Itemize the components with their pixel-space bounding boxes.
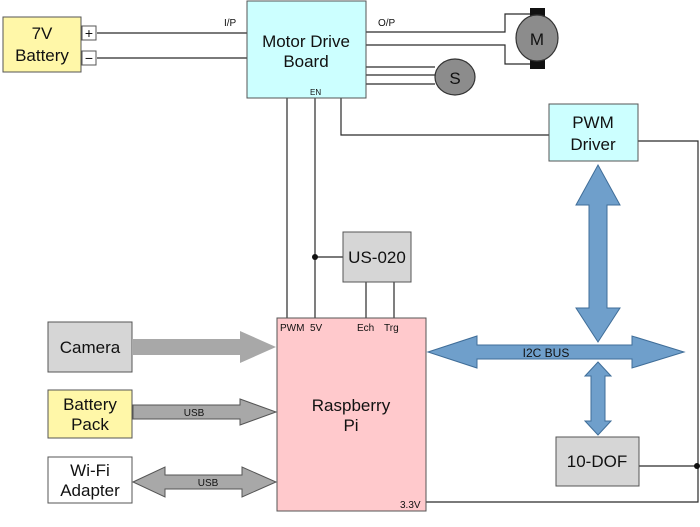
battery-minus-terminal: [81, 50, 97, 66]
wifi-adapter-box: [47, 456, 133, 504]
camera-label: Camera: [60, 338, 121, 357]
tendof-block: 10-DOF: [555, 436, 640, 487]
battery-pack-label-1: Battery: [63, 395, 117, 414]
battery-7v-block: 7V Battery + −: [2, 16, 97, 73]
wifi-adapter-block: Wi-Fi Adapter USB: [47, 456, 278, 504]
battery-pack-usb-arrow: [132, 398, 278, 426]
wifi-adapter-usb-label: USB: [198, 478, 219, 489]
motor-drive-input-label: I/P: [224, 18, 237, 29]
camera-block: Camera: [47, 321, 276, 373]
wire-en-pwm-driver: [340, 98, 549, 136]
battery-7v-label-2: Battery: [15, 46, 69, 65]
motor-top-cap: [530, 8, 545, 18]
raspberry-pi-box: [276, 317, 427, 512]
motor-drive-label-1: Motor Drive: [262, 32, 350, 51]
pi-pin-3v3: 3.3V: [400, 500, 421, 511]
battery-plus-terminal: [81, 25, 97, 41]
raspberry-pi-label-2: Pi: [343, 416, 358, 435]
junction-5v: [312, 254, 318, 260]
battery-pack-usb-label: USB: [184, 408, 205, 419]
camera-box: [47, 321, 133, 373]
motor-bottom-cap: [530, 58, 545, 69]
tendof-box: [555, 436, 640, 487]
battery-pack-label-2: Pack: [71, 415, 109, 434]
wifi-adapter-label-1: Wi-Fi: [70, 461, 110, 480]
motor-drive-block: Motor Drive Board I/P O/P EN: [224, 0, 396, 99]
pwm-driver-box: [548, 103, 639, 162]
raspberry-pi-block: Raspberry Pi PWM 5V Ech Trg 3.3V: [276, 317, 427, 512]
wire-motor-2: [366, 44, 530, 65]
i2c-bus-arrow: [426, 335, 686, 369]
i2c-vertical-arrow-lower: [583, 361, 613, 436]
pwm-driver-block: PWM Driver: [548, 103, 639, 162]
i2c-bus-label: I2C BUS: [523, 346, 570, 360]
wire-pwm-driver-rail: [426, 140, 699, 503]
servo-label: S: [449, 69, 460, 88]
motor-icon: [515, 14, 559, 62]
motor-drive-label-2: Board: [283, 52, 328, 71]
wires: [97, 13, 700, 503]
battery-7v-box: [2, 16, 82, 73]
pwm-driver-label-2: Driver: [570, 135, 616, 154]
servo-block: S: [434, 58, 476, 96]
us020-box: [342, 231, 412, 283]
us020-block: US-020: [342, 231, 412, 283]
motor-block: M: [515, 8, 559, 69]
motor-drive-en-label: EN: [310, 88, 321, 97]
tendof-label: 10-DOF: [567, 452, 627, 471]
pi-pin-echo: Ech: [357, 323, 374, 334]
pwm-driver-label-1: PWM: [572, 113, 614, 132]
battery-pack-box: [47, 389, 133, 439]
junction-3v3: [694, 463, 700, 469]
wire-motor-1: [366, 13, 530, 33]
servo-icon: [434, 58, 476, 96]
motor-drive-output-label: O/P: [378, 18, 396, 29]
camera-to-pi-arrow: [133, 331, 276, 363]
battery-7v-label-1: 7V: [32, 24, 53, 43]
wifi-adapter-usb-arrow: [131, 466, 278, 498]
motor-drive-box: [246, 0, 367, 99]
i2c-bus-group: I2C BUS: [426, 163, 686, 436]
battery-pack-block: Battery Pack USB: [47, 389, 278, 439]
battery-plus-icon: +: [85, 25, 93, 41]
pi-pin-5v: 5V: [310, 323, 323, 334]
pi-pin-trig: Trg: [384, 323, 399, 334]
i2c-vertical-arrow-upper: [575, 163, 621, 343]
wifi-adapter-label-2: Adapter: [60, 481, 120, 500]
motor-label: M: [530, 30, 544, 49]
raspberry-pi-label-1: Raspberry: [312, 396, 391, 415]
battery-minus-icon: −: [85, 50, 93, 66]
pi-pin-pwm: PWM: [280, 323, 304, 334]
us020-label: US-020: [348, 248, 406, 267]
